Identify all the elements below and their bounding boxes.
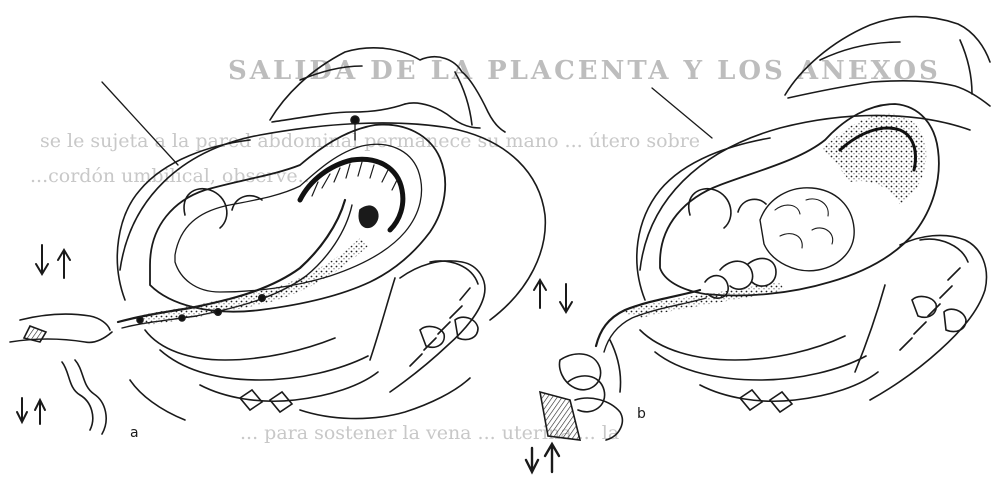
panel-label-a: a	[130, 425, 139, 441]
direction-arrows-upper-right	[534, 280, 572, 312]
direction-arrows-lower-right	[526, 444, 559, 472]
direction-arrows-lower-left	[17, 398, 45, 424]
hand-pressing-abdomen	[270, 48, 505, 132]
panel-a-drawing	[10, 48, 545, 434]
marker-dot	[351, 116, 359, 124]
vertebra-outline	[420, 327, 444, 348]
panel-label-b: b	[637, 406, 646, 422]
panel-b-drawing	[526, 17, 990, 472]
hand-pressing-abdomen	[785, 17, 990, 106]
direction-arrows-upper-left	[36, 245, 70, 278]
